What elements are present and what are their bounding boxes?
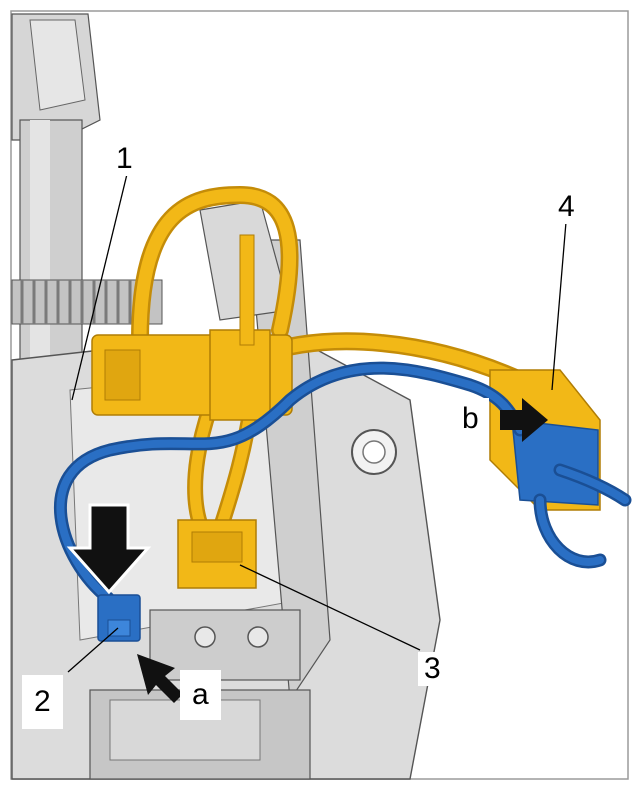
callout-label-4: 4 (552, 190, 581, 224)
callout-label-2: 2 (22, 675, 63, 729)
diagonal-arrow-icon (137, 654, 183, 703)
callout-label-a: a (180, 670, 221, 720)
lower-mechanism (149, 609, 301, 681)
down-arrow-icon (66, 503, 152, 595)
yellow-clip-bracket (91, 234, 293, 421)
connector-4-housing (489, 369, 601, 511)
connector-2-housing (97, 594, 141, 642)
connector-3-housing (177, 519, 257, 589)
callout-label-3: 3 (418, 652, 447, 686)
leader-line-3 (239, 564, 421, 651)
callout-leader-lines (67, 169, 567, 673)
right-arrow-icon (500, 398, 548, 442)
callout-label-1: 1 (110, 142, 139, 176)
blue-wire (53, 361, 632, 605)
leader-line-1 (71, 169, 129, 401)
leader-line-2 (67, 627, 119, 673)
leader-line-4 (551, 221, 567, 391)
callout-label-b: b (452, 398, 489, 440)
